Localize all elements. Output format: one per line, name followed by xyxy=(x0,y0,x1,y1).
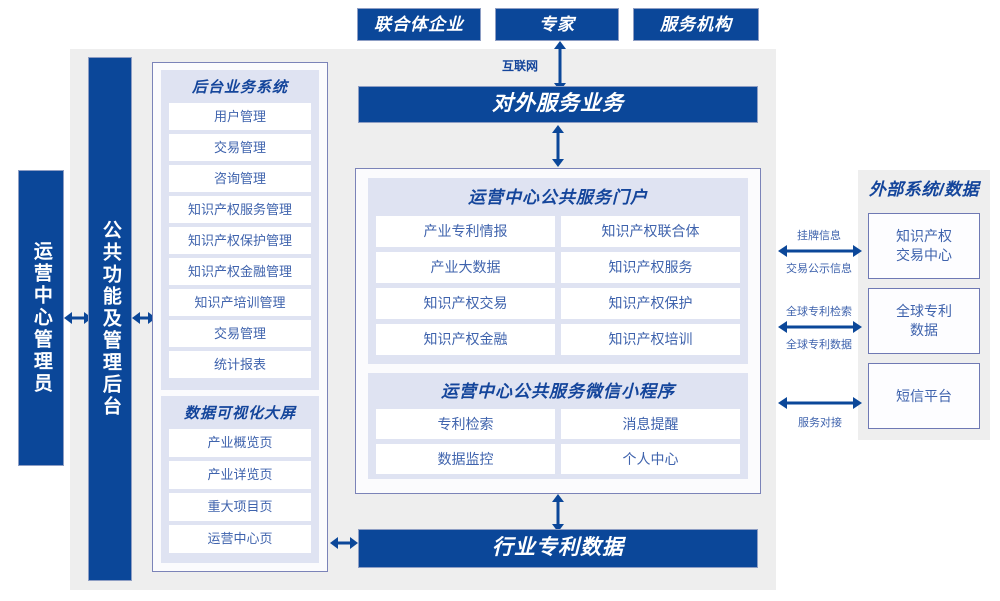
backoffice-item[interactable]: 知识产权保护管理 xyxy=(169,227,311,254)
portal-item[interactable]: 知识产权联合体 xyxy=(561,216,740,247)
external-systems-title: 外部系统/数据 xyxy=(868,180,980,199)
service-to-portal-arrow xyxy=(552,125,564,167)
portal-item[interactable]: 知识产权培训 xyxy=(561,324,740,355)
external-service-business-bar[interactable]: 对外服务业务 xyxy=(358,86,758,123)
miniprogram-item-grid: 专利检索 消息提醒 数据监控 个人中心 xyxy=(376,409,740,474)
global-patent-connector-arrow xyxy=(778,321,862,333)
listing-info-label: 挂牌信息 xyxy=(797,230,841,242)
backoffice-item[interactable]: 交易管理 xyxy=(169,134,311,161)
top-actor-label: 专家 xyxy=(539,14,575,34)
portal-item[interactable]: 知识产权金融 xyxy=(376,324,555,355)
dataviz-group: 数据可视化大屏 产业概览页 产业详览页 重大项目页 运营中心页 xyxy=(161,396,319,563)
backoffice-item[interactable]: 交易管理 xyxy=(169,320,311,347)
backoffice-item[interactable]: 知识产权服务管理 xyxy=(169,196,311,223)
dataviz-item[interactable]: 重大项目页 xyxy=(169,493,311,521)
dataviz-title: 数据可视化大屏 xyxy=(183,405,296,422)
backoffice-item[interactable]: 统计报表 xyxy=(169,351,311,378)
top-actor-service-org[interactable]: 服务机构 xyxy=(633,8,759,41)
public-functions-admin-backend-rail[interactable]: 公共功能及管理后台 xyxy=(88,57,132,581)
backoffice-group: 后台业务系统 用户管理 交易管理 咨询管理 知识产权服务管理 知识产权保护管理 … xyxy=(161,70,319,390)
dataviz-item[interactable]: 产业概览页 xyxy=(169,429,311,457)
miniprogram-group: 运营中心公共服务微信小程序 专利检索 消息提醒 数据监控 个人中心 xyxy=(368,373,748,479)
global-patent-data-label: 全球专利数据 xyxy=(786,339,852,351)
external-system-sms-platform[interactable]: 短信平台 xyxy=(868,363,980,429)
portal-to-patentdata-arrow xyxy=(552,494,564,532)
backoffice-item[interactable]: 咨询管理 xyxy=(169,165,311,192)
bottom-bar-label: 行业专利数据 xyxy=(492,536,624,560)
miniprogram-item[interactable]: 消息提醒 xyxy=(561,409,740,439)
internet-connector-arrow xyxy=(554,41,566,91)
dataviz-item[interactable]: 运营中心页 xyxy=(169,525,311,553)
external-service-label: 对外服务业务 xyxy=(492,92,624,116)
ip-exchange-connector-arrow xyxy=(778,245,862,257)
backoffice-item[interactable]: 知识产培训管理 xyxy=(169,289,311,316)
portal-group: 运营中心公共服务门户 产业专利情报 知识产权联合体 产业大数据 知识产权服务 知… xyxy=(368,178,748,364)
external-system-global-patent-data[interactable]: 全球专利 数据 xyxy=(868,288,980,354)
top-actor-label: 联合体企业 xyxy=(374,14,464,34)
dataviz-item[interactable]: 产业详览页 xyxy=(169,461,311,489)
miniprogram-item[interactable]: 数据监控 xyxy=(376,444,555,474)
internet-label: 互联网 xyxy=(501,59,538,73)
portal-item[interactable]: 知识产权交易 xyxy=(376,288,555,319)
modules-to-patentdata-arrow xyxy=(330,537,358,549)
miniprogram-item[interactable]: 个人中心 xyxy=(561,444,740,474)
portal-item[interactable]: 知识产权保护 xyxy=(561,288,740,319)
portal-item-grid: 产业专利情报 知识产权联合体 产业大数据 知识产权服务 知识产权交易 知识产权保… xyxy=(376,216,740,355)
portal-title: 运营中心公共服务门户 xyxy=(468,188,648,207)
top-actor-expert[interactable]: 专家 xyxy=(495,8,619,41)
backoffice-item[interactable]: 用户管理 xyxy=(169,103,311,130)
rail-label: 公共功能及管理后台 xyxy=(99,220,121,418)
miniprogram-item[interactable]: 专利检索 xyxy=(376,409,555,439)
top-actor-label: 服务机构 xyxy=(660,14,732,34)
service-docking-label: 服务对接 xyxy=(798,417,842,429)
portal-item[interactable]: 产业专利情报 xyxy=(376,216,555,247)
backoffice-title: 后台业务系统 xyxy=(191,79,288,96)
portal-item[interactable]: 知识产权服务 xyxy=(561,252,740,283)
backoffice-item[interactable]: 知识产权金融管理 xyxy=(169,258,311,285)
miniprogram-title: 运营中心公共服务微信小程序 xyxy=(441,382,675,401)
operation-center-admin-rail[interactable]: 运营中心管理员 xyxy=(18,170,64,466)
external-system-ip-exchange-center[interactable]: 知识产权 交易中心 xyxy=(868,213,980,279)
sms-connector-arrow xyxy=(778,397,862,409)
backoffice-item-list: 用户管理 交易管理 咨询管理 知识产权服务管理 知识产权保护管理 知识产权金融管… xyxy=(169,103,311,378)
industry-patent-data-bar[interactable]: 行业专利数据 xyxy=(358,529,758,568)
transaction-public-info-label: 交易公示信息 xyxy=(786,263,852,275)
global-patent-search-label: 全球专利检索 xyxy=(786,306,852,318)
dataviz-item-list: 产业概览页 产业详览页 重大项目页 运营中心页 xyxy=(169,429,311,553)
rail-label: 运营中心管理员 xyxy=(30,241,52,395)
portal-item[interactable]: 产业大数据 xyxy=(376,252,555,283)
top-actor-united-enterprise[interactable]: 联合体企业 xyxy=(357,8,481,41)
